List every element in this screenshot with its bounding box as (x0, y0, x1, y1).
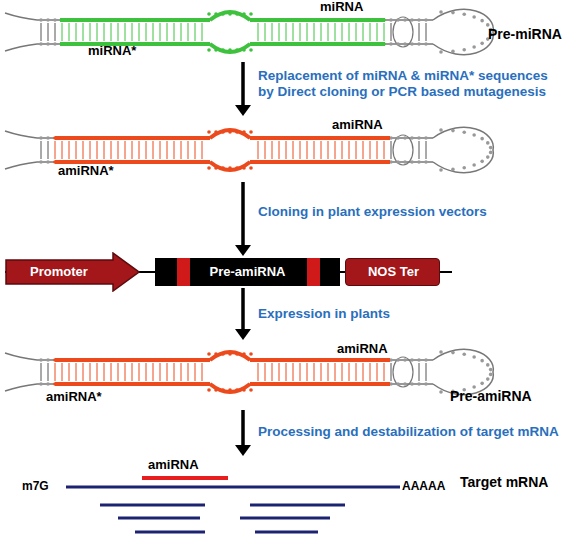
hairpin-title: Pre-amiRNA (450, 388, 532, 404)
polya-label: AAAAA (402, 480, 445, 494)
cap-label: m7G (22, 480, 49, 494)
hairpin-title: Pre-miRNA (488, 26, 562, 42)
amirna-star-label: amiRNA* (58, 164, 114, 179)
hairpin (5, 9, 493, 54)
mirna-label: miRNA (320, 0, 363, 15)
amirna-hairpin: amiRNA amiRNA* (2, 118, 566, 180)
promoter-arrow: Promoter (5, 252, 140, 292)
hairpin (5, 349, 493, 394)
mirna-segment (177, 258, 190, 286)
step-arrow (235, 62, 251, 116)
promoter-label: Promoter (5, 252, 113, 292)
step-arrow (235, 410, 251, 456)
step-label: Expression in plants (258, 306, 558, 322)
step-arrow (235, 288, 251, 340)
target-title: Target mRNA (460, 474, 548, 490)
mirna-segment (307, 258, 320, 286)
terminator-label: NOS Ter (346, 259, 441, 287)
amirna-label: amiRNA (332, 118, 383, 133)
mrna-fragments (100, 505, 345, 532)
step-label: Processing and destabilization of target… (258, 424, 563, 440)
mirna-star-label: miRNA* (88, 44, 136, 59)
amirna-star-label: amiRNA* (46, 390, 102, 405)
target-mrna: amiRNA m7G AAAAA Target mRNA (20, 458, 566, 542)
hairpin-drawings (5, 9, 493, 394)
construct-label: Pre-amiRNA (155, 258, 340, 286)
amirna-label: amiRNA (148, 458, 199, 473)
pre-amirna-box: Pre-amiRNA (155, 258, 340, 286)
mrna-strand (66, 486, 400, 489)
amirna-bar (142, 476, 228, 480)
amirna-label: amiRNA (337, 342, 388, 357)
pre-mirna-hairpin: miRNA miRNA* Pre-miRNA (2, 0, 566, 60)
terminator-box: NOS Ter (345, 258, 440, 286)
step-arrow (235, 182, 251, 256)
step-label: Replacement of miRNA & miRNA* sequences … (258, 68, 563, 100)
pre-amirna-hairpin: amiRNA amiRNA* Pre-amiRNA (2, 342, 566, 408)
step-label: Cloning in plant expression vectors (258, 204, 558, 220)
